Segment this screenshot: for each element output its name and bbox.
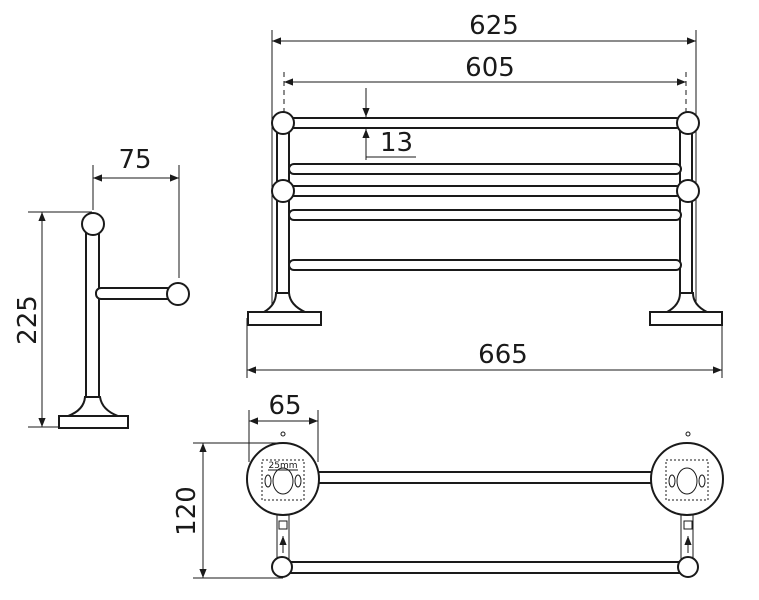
dim-label-120: 120 <box>172 486 202 536</box>
front-view: 625 605 13 665 <box>246 11 723 378</box>
dim-label-13: 13 <box>380 128 413 158</box>
side-view: 75 225 <box>13 145 190 429</box>
dim-label-625: 625 <box>469 11 519 41</box>
dim-label-605: 605 <box>465 53 515 83</box>
hole-spacing-label: 25mm <box>269 461 298 471</box>
dim-label-225: 225 <box>13 295 43 345</box>
dim-label-665: 665 <box>478 340 528 370</box>
plan-view: 25mm 65 120 <box>172 391 724 579</box>
dim-label-75: 75 <box>118 145 151 175</box>
dim-label-65: 65 <box>268 391 301 421</box>
